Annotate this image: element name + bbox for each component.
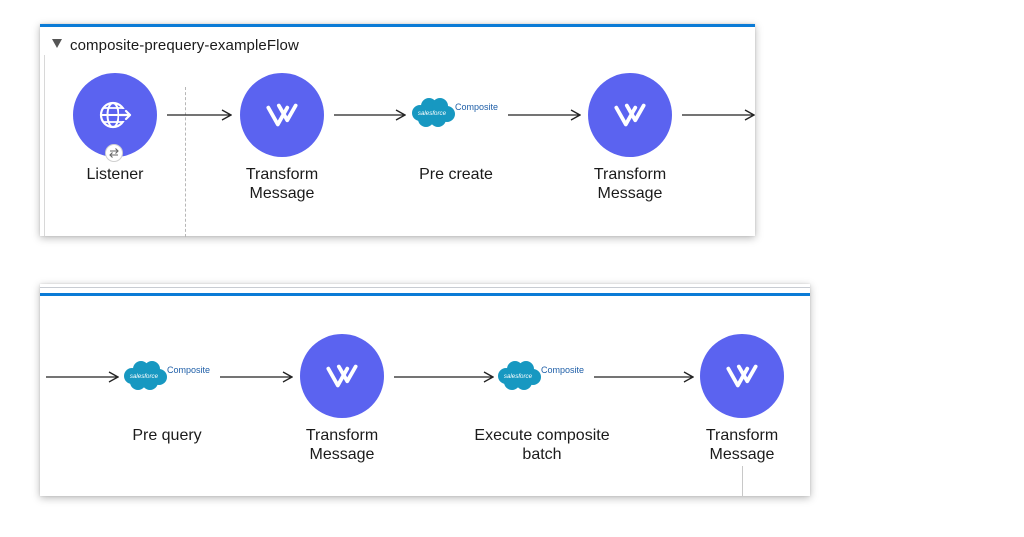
node-label: Execute composite batch [474, 427, 610, 463]
dataweave-icon [609, 94, 651, 136]
flow-arrow [682, 109, 755, 121]
salesforce-composite-icon: salesforce Composite [124, 361, 210, 390]
svg-text:salesforce: salesforce [130, 373, 159, 380]
node-label: Transform Message [705, 427, 779, 463]
node-label: Pre create [419, 166, 493, 183]
salesforce-composite-node[interactable]: salesforce Composite [496, 359, 591, 395]
node-label: Transform Message [245, 166, 319, 202]
flow-arrow [334, 109, 406, 121]
flow-left-border [44, 55, 45, 236]
transform-message-node[interactable] [700, 334, 784, 418]
node-label: Listener [86, 166, 144, 183]
flow-arrow [46, 371, 119, 383]
transform-message-node[interactable] [588, 73, 672, 157]
node-label: Transform Message [593, 166, 667, 202]
salesforce-composite-node[interactable]: salesforce Composite [410, 96, 505, 132]
salesforce-composite-icon: salesforce Composite [412, 98, 498, 127]
dataweave-icon [321, 355, 363, 397]
salesforce-composite-icon: salesforce Composite [498, 361, 584, 390]
svg-text:salesforce: salesforce [504, 373, 533, 380]
swap-badge-icon [105, 144, 123, 162]
flow-panel-bottom: salesforce Composite Pre query Transform… [40, 284, 810, 496]
dataweave-icon [721, 355, 763, 397]
flow-arrow [167, 109, 232, 121]
globe-arrow-icon [95, 95, 135, 135]
flow-title[interactable]: composite-prequery-exampleFlow [70, 37, 299, 54]
node-label: Transform Message [305, 427, 379, 463]
flow-panel-top: composite-prequery-exampleFlow Listener [40, 24, 755, 237]
collapse-triangle-icon[interactable] [52, 39, 62, 48]
flow-arrow [508, 109, 581, 121]
transform-message-node[interactable] [300, 334, 384, 418]
source-divider [185, 87, 186, 237]
panel-top-border [40, 287, 810, 288]
flow-arrow [394, 371, 494, 383]
listener-node[interactable] [73, 73, 157, 157]
connector-line [742, 466, 743, 496]
svg-text:salesforce: salesforce [418, 110, 447, 117]
dataweave-icon [261, 94, 303, 136]
panel-accent-line [40, 293, 810, 296]
transform-message-node[interactable] [240, 73, 324, 157]
svg-text:Composite: Composite [167, 365, 210, 375]
flow-arrow [594, 371, 694, 383]
node-label: Pre query [132, 427, 202, 444]
svg-text:Composite: Composite [455, 102, 498, 112]
flow-arrow [220, 371, 293, 383]
svg-text:Composite: Composite [541, 365, 584, 375]
salesforce-composite-node[interactable]: salesforce Composite [122, 359, 217, 395]
